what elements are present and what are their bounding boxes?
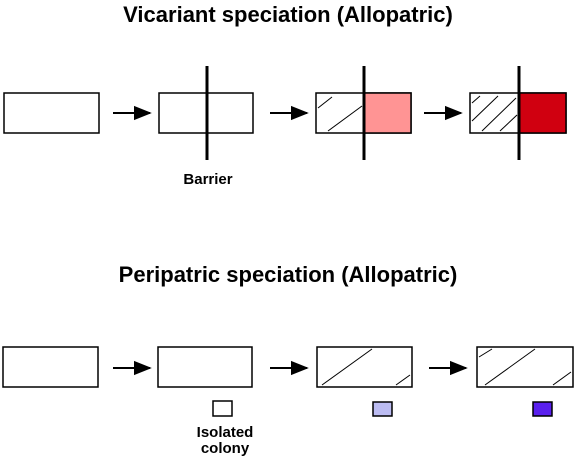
hatch-line — [552, 371, 572, 386]
vicariant-diverged-half-4 — [518, 92, 567, 134]
vicariant-title: Vicariant speciation (Allopatric) — [123, 2, 453, 27]
hatch-line — [478, 348, 493, 358]
hatch-line — [317, 96, 333, 109]
hatch-line — [481, 97, 517, 132]
isolated-colony-label: Isolated colony — [180, 425, 270, 457]
peripatric-population-1 — [2, 346, 99, 388]
hatch-line — [327, 105, 363, 132]
isolated-label-line1: Isolated — [196, 424, 254, 441]
vicariant-diverged-half-3 — [363, 92, 412, 134]
peripatric-population-4 — [476, 346, 574, 388]
hatch-line — [471, 95, 499, 122]
hatch-line — [471, 95, 481, 104]
hatch-line — [321, 348, 373, 386]
hatch-line — [484, 348, 536, 386]
isolated-label-line2: colony — [200, 440, 250, 457]
peripatric-population-3 — [316, 346, 413, 388]
peripatric-title: Peripatric speciation (Allopatric) — [118, 262, 458, 287]
hatch-line — [499, 114, 518, 132]
peripatric-population-2 — [157, 346, 253, 388]
hatch-line — [395, 374, 411, 386]
isolated-colony-3 — [372, 401, 393, 417]
barrier-label: Barrier — [183, 171, 233, 188]
isolated-colony-4 — [532, 401, 553, 417]
vicariant-population-1 — [3, 92, 100, 134]
isolated-colony-2 — [212, 400, 233, 417]
